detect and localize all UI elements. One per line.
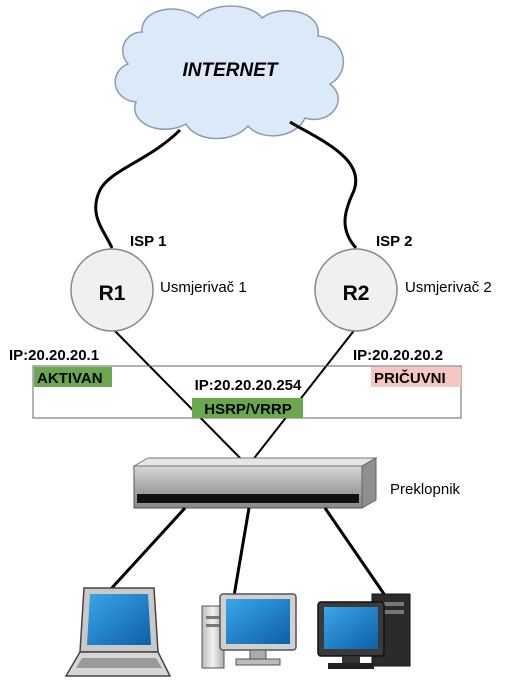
router-r2-state: PRIČUVNI	[374, 369, 446, 387]
router-r1-state: AKTIVAN	[37, 370, 103, 387]
isp2-label: ISP 2	[376, 233, 412, 250]
internet-label: INTERNET	[183, 60, 279, 81]
switch-icon	[132, 457, 378, 509]
router-r2-name: Usmjerivač 2	[405, 279, 492, 296]
r1-switch-link	[111, 327, 249, 467]
isp2-cable	[289, 120, 358, 249]
protocol-badge-bg	[192, 398, 303, 418]
router-r2: R2	[314, 248, 398, 332]
host1-cable	[108, 506, 187, 592]
virtual-protocol: HSRP/VRRP	[204, 401, 292, 418]
active-badge-bg	[34, 367, 112, 387]
host3-cable	[323, 507, 386, 595]
router-r2-id: R2	[343, 282, 370, 305]
switch-label: Preklopnik	[390, 481, 461, 498]
host2-cable	[232, 507, 251, 597]
isp1-cable	[94, 128, 182, 249]
router-r1-ip: IP:20.20.20.1	[9, 347, 99, 364]
laptop-icon	[64, 587, 172, 677]
desktop-pc-icon	[201, 593, 297, 669]
workstation-icon	[317, 593, 411, 669]
isp1-label: ISP 1	[130, 233, 166, 250]
standby-badge-bg	[371, 367, 461, 387]
r2-switch-link	[247, 327, 357, 467]
router-r2-ip: IP:20.20.20.2	[353, 347, 443, 364]
router-r1-id: R1	[99, 282, 126, 305]
internet-cloud-icon: INTERNET	[114, 5, 345, 140]
router-r1: R1	[70, 248, 154, 332]
router-r1-name: Usmjerivač 1	[160, 279, 247, 296]
virtual-ip: IP:20.20.20.254	[195, 377, 302, 394]
